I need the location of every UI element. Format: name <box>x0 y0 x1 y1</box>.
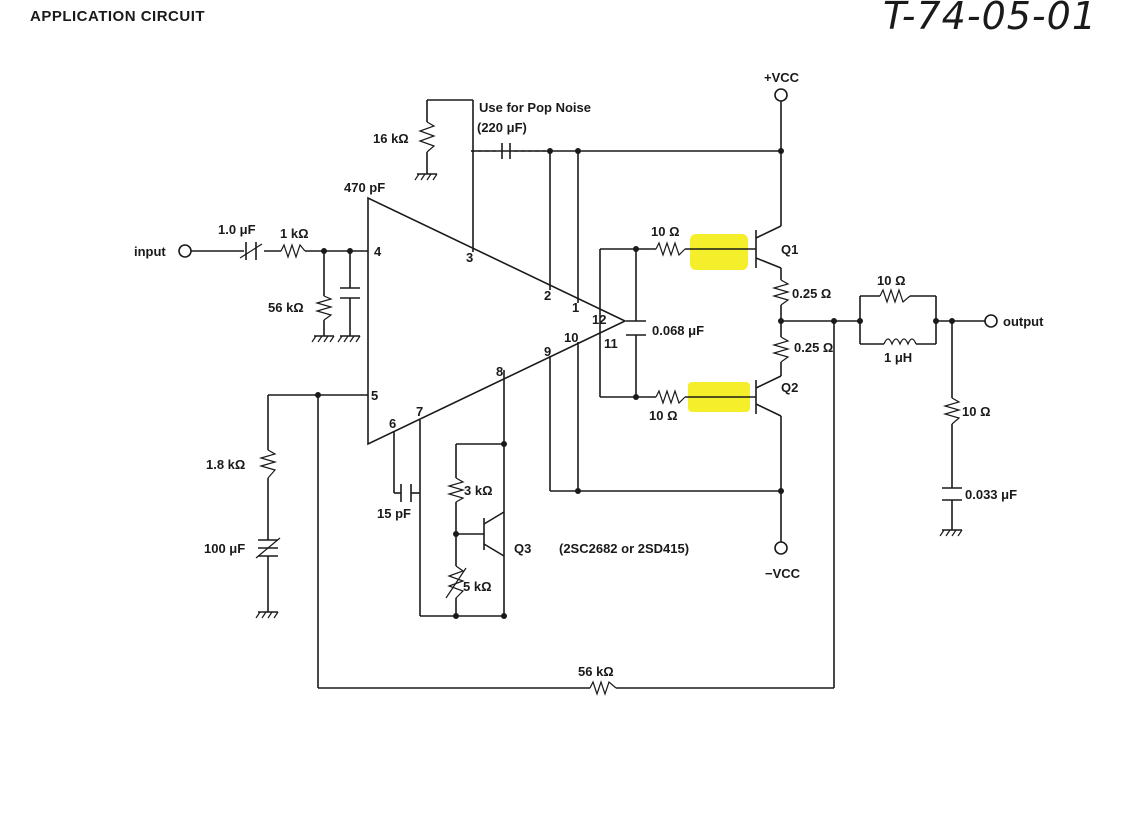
re2-label: 0.25 Ω <box>794 340 833 355</box>
c-in-label: 1.0 μF <box>218 222 256 237</box>
vcc-neg-terminal <box>774 541 788 555</box>
input-terminal <box>178 244 192 258</box>
vcc-pos-terminal <box>774 88 788 102</box>
resistor-symbols <box>258 121 962 696</box>
r-5k-label: 5 kΩ <box>463 579 492 594</box>
pin-11: 11 <box>604 336 618 351</box>
vcc-neg-label: −VCC <box>765 566 801 581</box>
pop-noise-cap-label: (220 μF) <box>477 120 527 135</box>
re1-label: 0.25 Ω <box>792 286 831 301</box>
q3-label: Q3 <box>514 541 531 556</box>
circuit-wires <box>191 99 985 689</box>
q2-label: Q2 <box>781 380 798 395</box>
c-15p-label: 15 pF <box>377 506 411 521</box>
output-label: output <box>1003 314 1044 329</box>
c-nf-label: 100 μF <box>204 541 245 556</box>
r-out-label: 10 Ω <box>877 273 906 288</box>
pin-1: 1 <box>572 300 579 315</box>
r-nf-gnd-label: 1.8 kΩ <box>206 457 245 472</box>
pin-4: 4 <box>374 244 382 259</box>
pin-3: 3 <box>466 250 473 265</box>
q3-parts-label: (2SC2682 or 2SD415) <box>559 541 689 556</box>
input-label: input <box>134 244 166 259</box>
pop-noise-note: Use for Pop Noise <box>479 100 591 115</box>
r-in-label: 1 kΩ <box>280 226 309 241</box>
c-bias-label: 0.068 μF <box>652 323 704 338</box>
inductor-symbol <box>883 338 917 346</box>
r-q2-base-label: 10 Ω <box>649 408 678 423</box>
pin-10: 10 <box>564 330 578 345</box>
q1-label: Q1 <box>781 242 798 257</box>
page-title: APPLICATION CIRCUIT <box>30 8 206 25</box>
capacitor-symbols <box>239 143 962 559</box>
document-code: T-74-05-01 <box>883 0 1097 38</box>
pin-9: 9 <box>544 344 551 359</box>
r-pop-label: 16 kΩ <box>373 131 409 146</box>
output-terminal <box>984 314 998 328</box>
pin-8: 8 <box>496 364 503 379</box>
l-out-label: 1 μH <box>884 350 912 365</box>
vcc-pos-label: +VCC <box>764 70 800 85</box>
amp-pin-numbers: 4 3 2 1 12 10 11 9 8 7 6 5 <box>371 244 618 431</box>
pin-2: 2 <box>544 288 551 303</box>
r-q1-base-label: 10 Ω <box>651 224 680 239</box>
highlight-q1-base <box>690 234 748 270</box>
ground-symbols <box>255 173 963 619</box>
pin-7: 7 <box>416 404 423 419</box>
r-zobel-label: 10 Ω <box>962 404 991 419</box>
r-feedback-label: 56 kΩ <box>578 664 614 679</box>
pin-6: 6 <box>389 416 396 431</box>
r-in-gnd-label: 56 kΩ <box>268 300 304 315</box>
r-3k-label: 3 kΩ <box>464 483 493 498</box>
c-comp-label: 470 pF <box>344 180 385 195</box>
pin-5: 5 <box>371 388 378 403</box>
c-zobel-label: 0.033 μF <box>965 487 1017 502</box>
power-amp-ic-symbol <box>367 196 627 446</box>
component-labels: input output +VCC −VCC Use for Pop Noise… <box>134 70 1044 679</box>
junction-dots <box>315 148 955 619</box>
